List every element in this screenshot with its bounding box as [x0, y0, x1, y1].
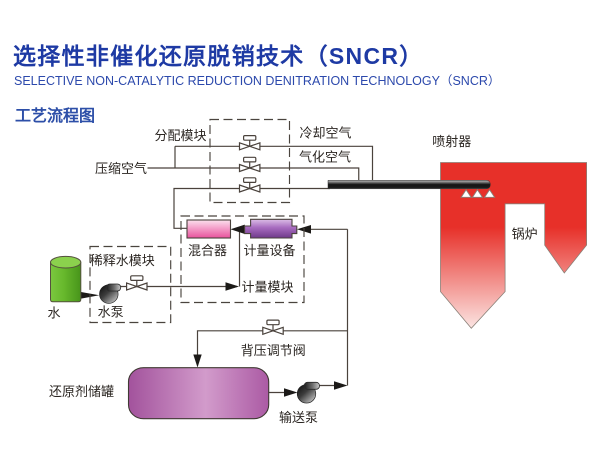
label-metering-module: 计量模块: [241, 280, 293, 295]
flow-arrows: [81, 224, 348, 397]
pipe-gasification-air: [147, 167, 360, 181]
label-boiler: 锅炉: [512, 227, 538, 242]
valve-icon-distribution-3: [238, 177, 261, 193]
label-compressed-air: 压缩空气: [95, 161, 147, 176]
valves: [126, 135, 284, 336]
label-reducing-agent-tank: 还原剂储罐: [49, 384, 114, 399]
reducing-agent-tank-shape: [127, 367, 270, 420]
valve-icon-back-pressure: [262, 319, 284, 336]
label-back-pressure-valve: 背压调节阀: [241, 343, 306, 358]
valve-icon-distribution-2: [238, 156, 261, 173]
page-subtitle: SELECTIVE NON-CATALYTIC REDUCTION DENITR…: [14, 74, 501, 88]
arrow-into-tank: [193, 354, 202, 368]
label-cooling-air: 冷却空气: [299, 126, 351, 141]
distribution-module-box: [209, 118, 291, 204]
label-metering-device: 计量设备: [243, 243, 295, 258]
boiler-shape: [440, 162, 587, 329]
label-dilution-water-module: 稀释水模块: [90, 253, 155, 268]
label-mixer: 混合器: [188, 243, 227, 258]
injector-lance: [327, 180, 491, 190]
arrow-tank-to-pump: [284, 388, 298, 397]
nozzle-icon-3: [483, 188, 496, 198]
label-water: 水: [47, 306, 60, 321]
water-pump-icon: [99, 283, 122, 304]
arrow-pump-outlet: [334, 381, 348, 390]
arrow-water-join: [225, 282, 239, 291]
label-transfer-pump: 输送泵: [279, 410, 318, 425]
arrow-into-mixer: [230, 224, 245, 234]
valve-icon-water: [126, 275, 148, 291]
water-tank-cylinder: [50, 255, 82, 303]
nozzle-icon-1: [460, 188, 472, 198]
label-distribution-module: 分配模块: [154, 128, 206, 143]
mixer-box: [186, 219, 232, 239]
page-title: 选择性非催化还原脱销技术（SNCR）: [13, 43, 424, 69]
nozzle-triangles: [460, 188, 496, 198]
label-injector: 喷射器: [432, 134, 471, 149]
metering-module-box: [180, 215, 305, 304]
label-water-pump: 水泵: [98, 305, 124, 320]
transfer-pump-icon: [296, 381, 320, 404]
module-boxes: [89, 118, 305, 324]
label-gasification-air: 气化空气: [299, 150, 351, 165]
pipe-back-pressure: [196, 330, 348, 359]
nozzle-icon-2: [471, 188, 484, 198]
metering-device-box: [244, 218, 298, 239]
section-label-process-flow: 工艺流程图: [15, 108, 96, 125]
dilution-water-module-box: [89, 245, 172, 324]
diagram-labels: 分配模块 冷却空气 气化空气 压缩空气 喷射器 锅炉 混合器 计量设备 计量模块…: [47, 126, 537, 426]
valve-icon-distribution-1: [238, 135, 261, 151]
